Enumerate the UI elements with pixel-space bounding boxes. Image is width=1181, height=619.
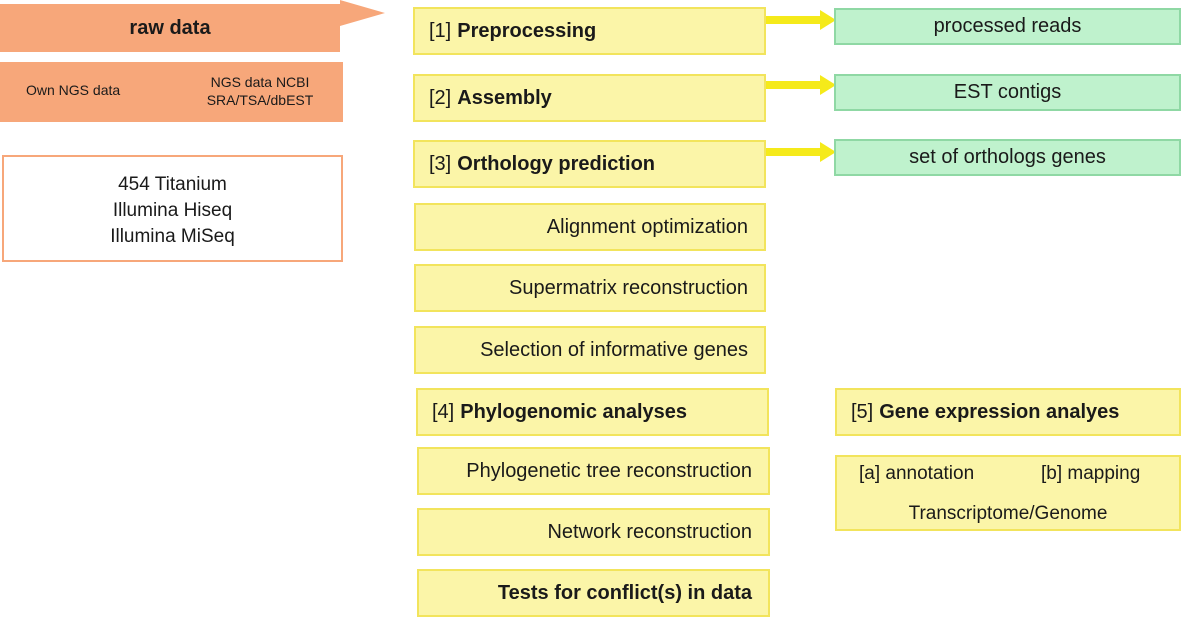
annotation-label: [a] annotation bbox=[859, 463, 975, 484]
step-supermatrix: Supermatrix reconstruction bbox=[414, 264, 766, 312]
own-ngs-data-label: Own NGS data bbox=[26, 82, 121, 98]
step-1-label: Preprocessing bbox=[457, 19, 597, 42]
ncbi-line-1: NGS data NCBI bbox=[210, 74, 310, 90]
platform-454: 454 Titanium bbox=[118, 174, 227, 195]
platforms-box: 454 Titanium Illumina Hiseq Illumina MiS… bbox=[2, 155, 343, 262]
step-5-label: Gene expression analyes bbox=[879, 400, 1120, 423]
platforms-list: 454 Titanium Illumina Hiseq Illumina MiS… bbox=[4, 172, 341, 250]
raw-data-title: raw data bbox=[129, 16, 211, 39]
step-assembly: [2] Assembly bbox=[413, 74, 766, 122]
output-est-contigs: EST contigs bbox=[834, 74, 1181, 111]
step-3-number: [3] bbox=[429, 152, 452, 175]
expression-details-box: [a] annotation [b] mapping Transcriptome… bbox=[835, 455, 1181, 531]
step-4-number: [4] bbox=[432, 400, 455, 423]
platform-miseq: Illumina MiSeq bbox=[110, 226, 235, 247]
arrow-to-orthologs bbox=[766, 142, 836, 162]
step-4-label: Phylogenomic analyses bbox=[460, 400, 688, 423]
step-tree-reconstruction: Phylogenetic tree reconstruction bbox=[417, 447, 770, 495]
step-selection-genes: Selection of informative genes bbox=[414, 326, 766, 374]
step-conflict-tests: Tests for conflict(s) in data bbox=[417, 569, 770, 617]
step-2-label: Assembly bbox=[457, 86, 552, 109]
step-1-number: [1] bbox=[429, 19, 452, 42]
transcriptome-label: Transcriptome/Genome bbox=[908, 503, 1108, 524]
step-network-reconstruction: Network reconstruction bbox=[417, 508, 770, 556]
output-orthologs: set of orthologs genes bbox=[834, 139, 1181, 176]
step-2-number: [2] bbox=[429, 86, 452, 109]
raw-data-arrow-shape bbox=[0, 0, 385, 52]
step-phylogenomic: [4] Phylogenomic analyses bbox=[416, 388, 769, 436]
ncbi-data-label: NGS data NCBI SRA/TSA/dbEST bbox=[190, 73, 330, 109]
raw-sources-box: Own NGS data NGS data NCBI SRA/TSA/dbEST bbox=[0, 62, 343, 122]
step-alignment-optimization: Alignment optimization bbox=[414, 203, 766, 251]
output-processed-reads: processed reads bbox=[834, 8, 1181, 45]
mapping-label: [b] mapping bbox=[1041, 463, 1141, 484]
arrow-to-est-contigs bbox=[766, 75, 836, 95]
step-gene-expression: [5] Gene expression analyes bbox=[835, 388, 1181, 436]
step-preprocessing: [1] Preprocessing bbox=[413, 7, 766, 55]
arrow-to-processed-reads bbox=[766, 10, 836, 30]
step-5-number: [5] bbox=[851, 400, 874, 423]
platform-hiseq: Illumina Hiseq bbox=[112, 200, 233, 221]
step-orthology: [3] Orthology prediction bbox=[413, 140, 766, 188]
ncbi-line-2: SRA/TSA/dbEST bbox=[206, 92, 314, 108]
step-3-label: Orthology prediction bbox=[457, 152, 656, 175]
